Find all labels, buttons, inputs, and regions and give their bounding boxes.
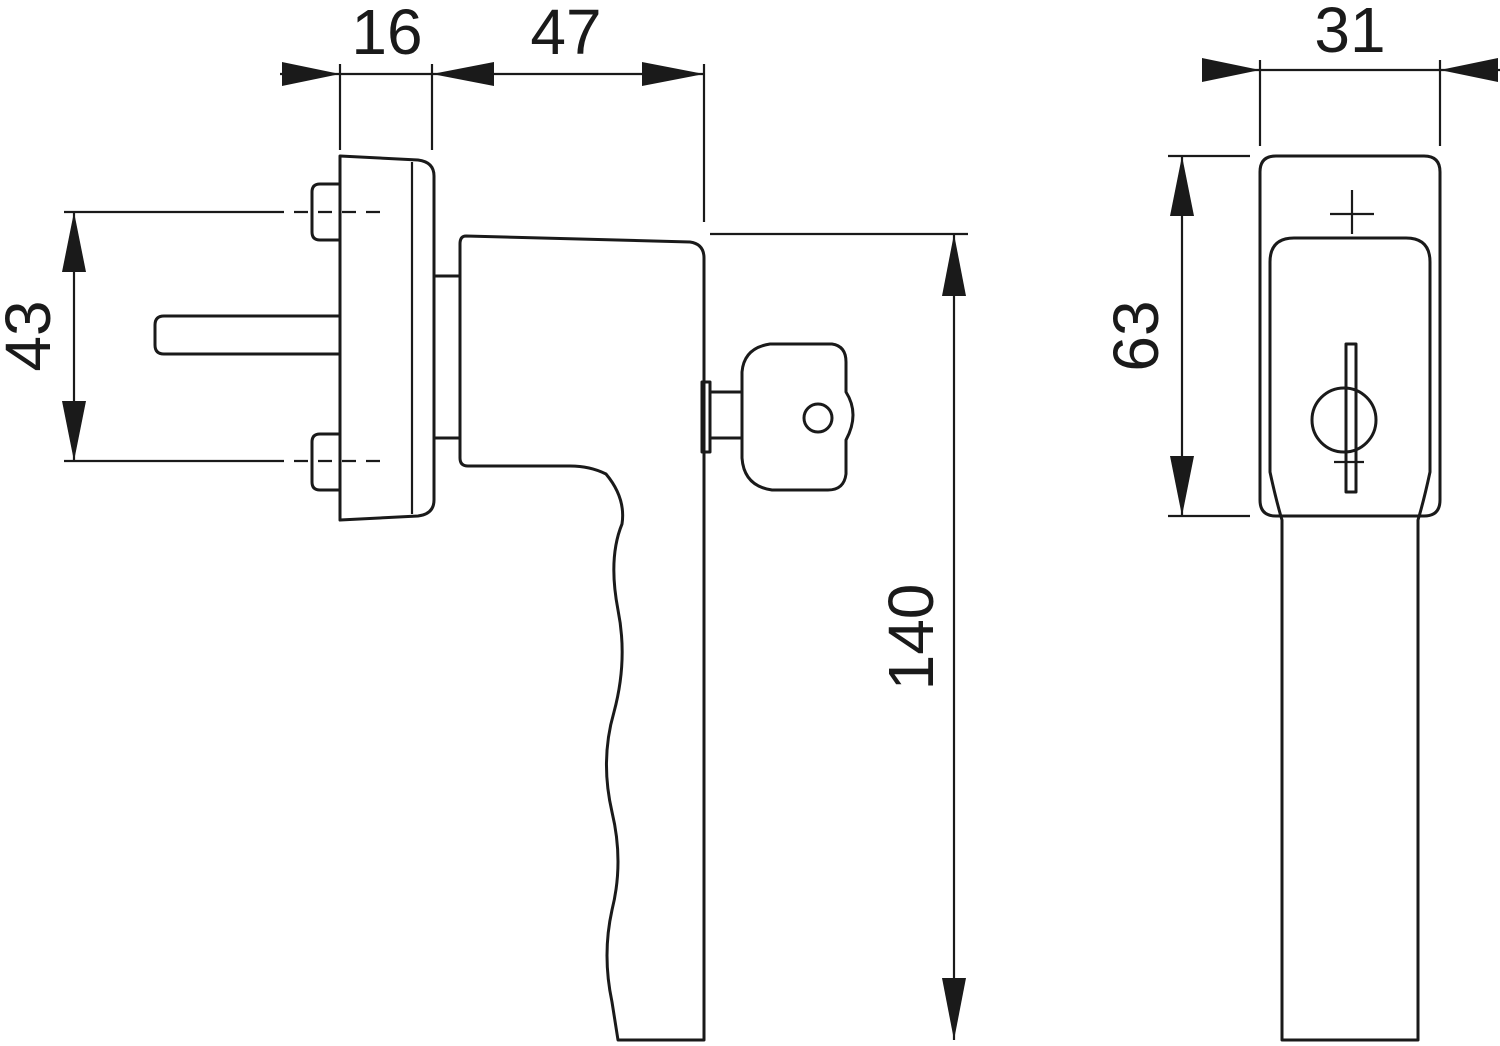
key-cylinder [700, 380, 712, 454]
arrow-47-right [642, 62, 704, 86]
front-lock-cylinder [1310, 386, 1378, 454]
handle-body [458, 234, 706, 1042]
dimension-handle-length: 140 [710, 232, 968, 1040]
dimension-screw-spacing: 43 [0, 210, 386, 463]
dimension-rose-and-handle-depth: 16 47 [280, 0, 706, 222]
arrow-140-top [942, 234, 966, 296]
arrow-43-top [62, 212, 86, 272]
front-key-slot [1344, 342, 1358, 494]
dimension-63-label: 63 [1100, 300, 1172, 371]
arrow-16-right [432, 62, 494, 86]
front-handle [1268, 236, 1432, 1042]
arrow-43-bottom [62, 401, 86, 461]
arrow-16-left [282, 62, 340, 86]
dimension-16-label: 16 [351, 0, 422, 68]
dimension-140-label: 140 [875, 584, 947, 691]
front-rose [1258, 154, 1442, 518]
dimension-rose-height: 63 [1100, 154, 1250, 518]
arrow-63-bottom [1170, 456, 1194, 516]
rose-plate [338, 154, 436, 522]
key-hole [802, 402, 834, 434]
spindle [153, 314, 342, 356]
dimension-handle-width: 31 [1202, 0, 1500, 146]
side-view: 16 47 43 140 [0, 0, 968, 1042]
arrow-63-top [1170, 156, 1194, 216]
key [700, 342, 855, 492]
arrow-31-right [1440, 58, 1498, 82]
key-blade [708, 390, 744, 440]
arrow-31-left [1202, 58, 1260, 82]
dimension-31-label: 31 [1314, 0, 1385, 66]
key-bow [740, 342, 855, 492]
arrow-140-bottom [942, 978, 966, 1040]
front-view: 31 63 [1100, 0, 1500, 1042]
dimension-43-label: 43 [0, 300, 64, 371]
screw-bottom [310, 432, 342, 492]
dimension-47-label: 47 [530, 0, 601, 68]
screw-top [310, 182, 342, 242]
handle-neck [432, 274, 462, 440]
